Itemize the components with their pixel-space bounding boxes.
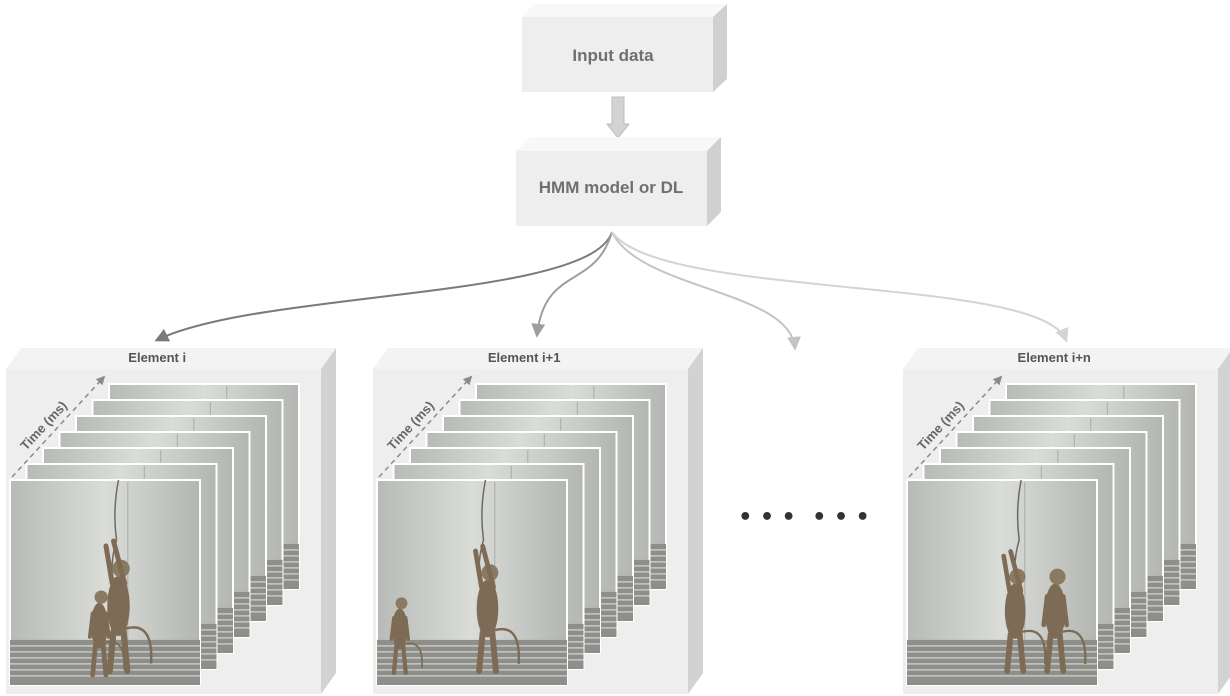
ellipsis-left: • • •	[738, 505, 796, 530]
front-video-frame	[376, 479, 568, 686]
monkey-icon	[87, 590, 126, 678]
element-title: Element i+1	[488, 350, 561, 365]
arrow-to-element-i	[154, 231, 613, 342]
model-label: HMM model or DL	[539, 178, 684, 197]
front-video-frame	[9, 479, 201, 686]
video-frame-stack-icon	[9, 383, 300, 686]
front-video-frame	[906, 479, 1098, 686]
down-arrow	[605, 96, 631, 139]
monkey-icon	[1041, 568, 1087, 674]
model-box: HMM model or DL	[516, 137, 721, 226]
monkey-icon	[103, 538, 153, 675]
arrow-to-ellipsis	[611, 231, 801, 351]
time-axis-arrow	[11, 375, 106, 478]
video-frame-stack-icon	[906, 383, 1197, 686]
time-axis-arrow	[378, 375, 473, 478]
video-frame-stack-icon	[376, 383, 667, 686]
monkey-icon	[473, 543, 521, 674]
time-axis-arrow	[908, 375, 1003, 478]
arrow-to-element-i1	[531, 231, 613, 338]
ellipsis-right: • • •	[812, 505, 870, 530]
input-data-label: Input data	[572, 46, 654, 65]
input-data-box: Input data	[522, 4, 727, 92]
arrow-to-element-in	[611, 231, 1069, 343]
monkey-icon	[389, 597, 423, 676]
branch-arrows	[154, 231, 1069, 351]
element-title: Element i+n	[1018, 350, 1091, 365]
monkey-icon	[1001, 549, 1047, 674]
element-title: Element i	[128, 350, 186, 365]
